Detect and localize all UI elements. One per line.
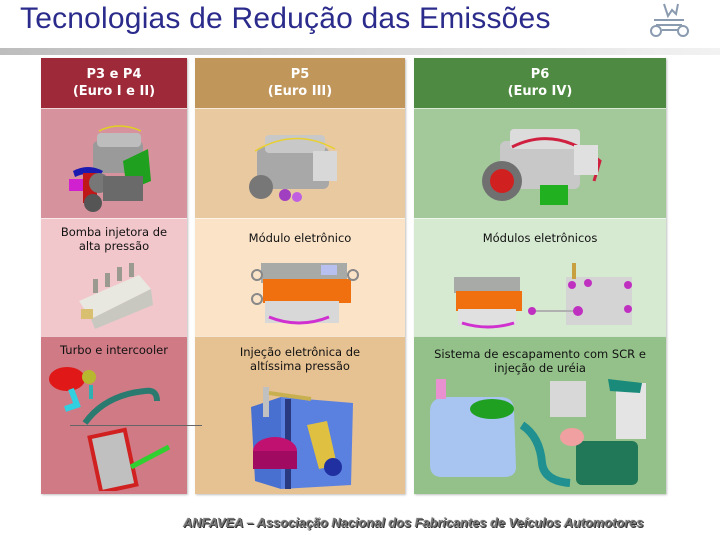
row-electronic-modules: Módulos eletrônicos xyxy=(414,218,666,336)
header-line1: P6 xyxy=(530,67,550,82)
row-label: Turbo e intercooler xyxy=(60,343,168,357)
connector-line xyxy=(70,425,202,426)
turbo-intercooler-icon xyxy=(49,367,171,491)
column-p6: P6 (Euro IV) Módulos eletrônicos xyxy=(414,58,666,494)
engine-icon xyxy=(482,129,602,205)
row-label: Bomba injetora de alta pressão xyxy=(60,225,168,253)
injector-piston-icon xyxy=(251,387,353,489)
row-label: Sistema de escapamento com SCR e injeção… xyxy=(434,347,646,375)
slide-title: Tecnologias de Redução das Emissões xyxy=(20,2,551,35)
title-divider xyxy=(0,48,720,55)
row-engine xyxy=(414,108,666,218)
row-engine xyxy=(41,108,187,218)
header-line1: P3 e P4 xyxy=(86,67,142,82)
header-line2: (Euro III) xyxy=(267,84,333,99)
engine-icon xyxy=(69,125,151,212)
header-line1: P5 xyxy=(290,67,310,82)
column-header: P5 (Euro III) xyxy=(195,58,405,108)
row-injection-pump: Bomba injetora de alta pressão xyxy=(41,218,187,336)
scr-exhaust-urea-icon xyxy=(430,379,646,487)
electronic-module-icon xyxy=(251,263,359,325)
column-p5: P5 (Euro III) Módulo eletrônico Injeção … xyxy=(195,58,405,494)
engine-icon xyxy=(249,135,337,202)
row-engine xyxy=(195,108,405,218)
row-label: Módulo eletrônico xyxy=(248,231,352,245)
column-header: P3 e P4 (Euro I e II) xyxy=(41,58,187,108)
row-electronic-module: Módulo eletrônico xyxy=(195,218,405,336)
header-line2: (Euro I e II) xyxy=(72,84,156,99)
truck-outline-icon xyxy=(648,0,692,38)
row-label: Injeção eletrônica de altíssima pressão xyxy=(239,345,361,373)
row-turbo-intercooler: Turbo e intercooler xyxy=(41,336,187,494)
row-high-pressure-injection: Injeção eletrônica de altíssima pressão xyxy=(195,336,405,494)
row-scr-exhaust: Sistema de escapamento com SCR e injeção… xyxy=(414,336,666,494)
slide-footer: ANFAVEA – Associação Nacional dos Fabric… xyxy=(183,515,644,530)
header-line2: (Euro IV) xyxy=(507,84,573,99)
column-header: P6 (Euro IV) xyxy=(414,58,666,108)
row-label: Módulos eletrônicos xyxy=(482,231,598,245)
electronic-modules-icon xyxy=(454,263,632,329)
injection-pump-icon xyxy=(79,263,153,329)
column-p3-p4: P3 e P4 (Euro I e II) Bomba injetora de … xyxy=(41,58,187,494)
